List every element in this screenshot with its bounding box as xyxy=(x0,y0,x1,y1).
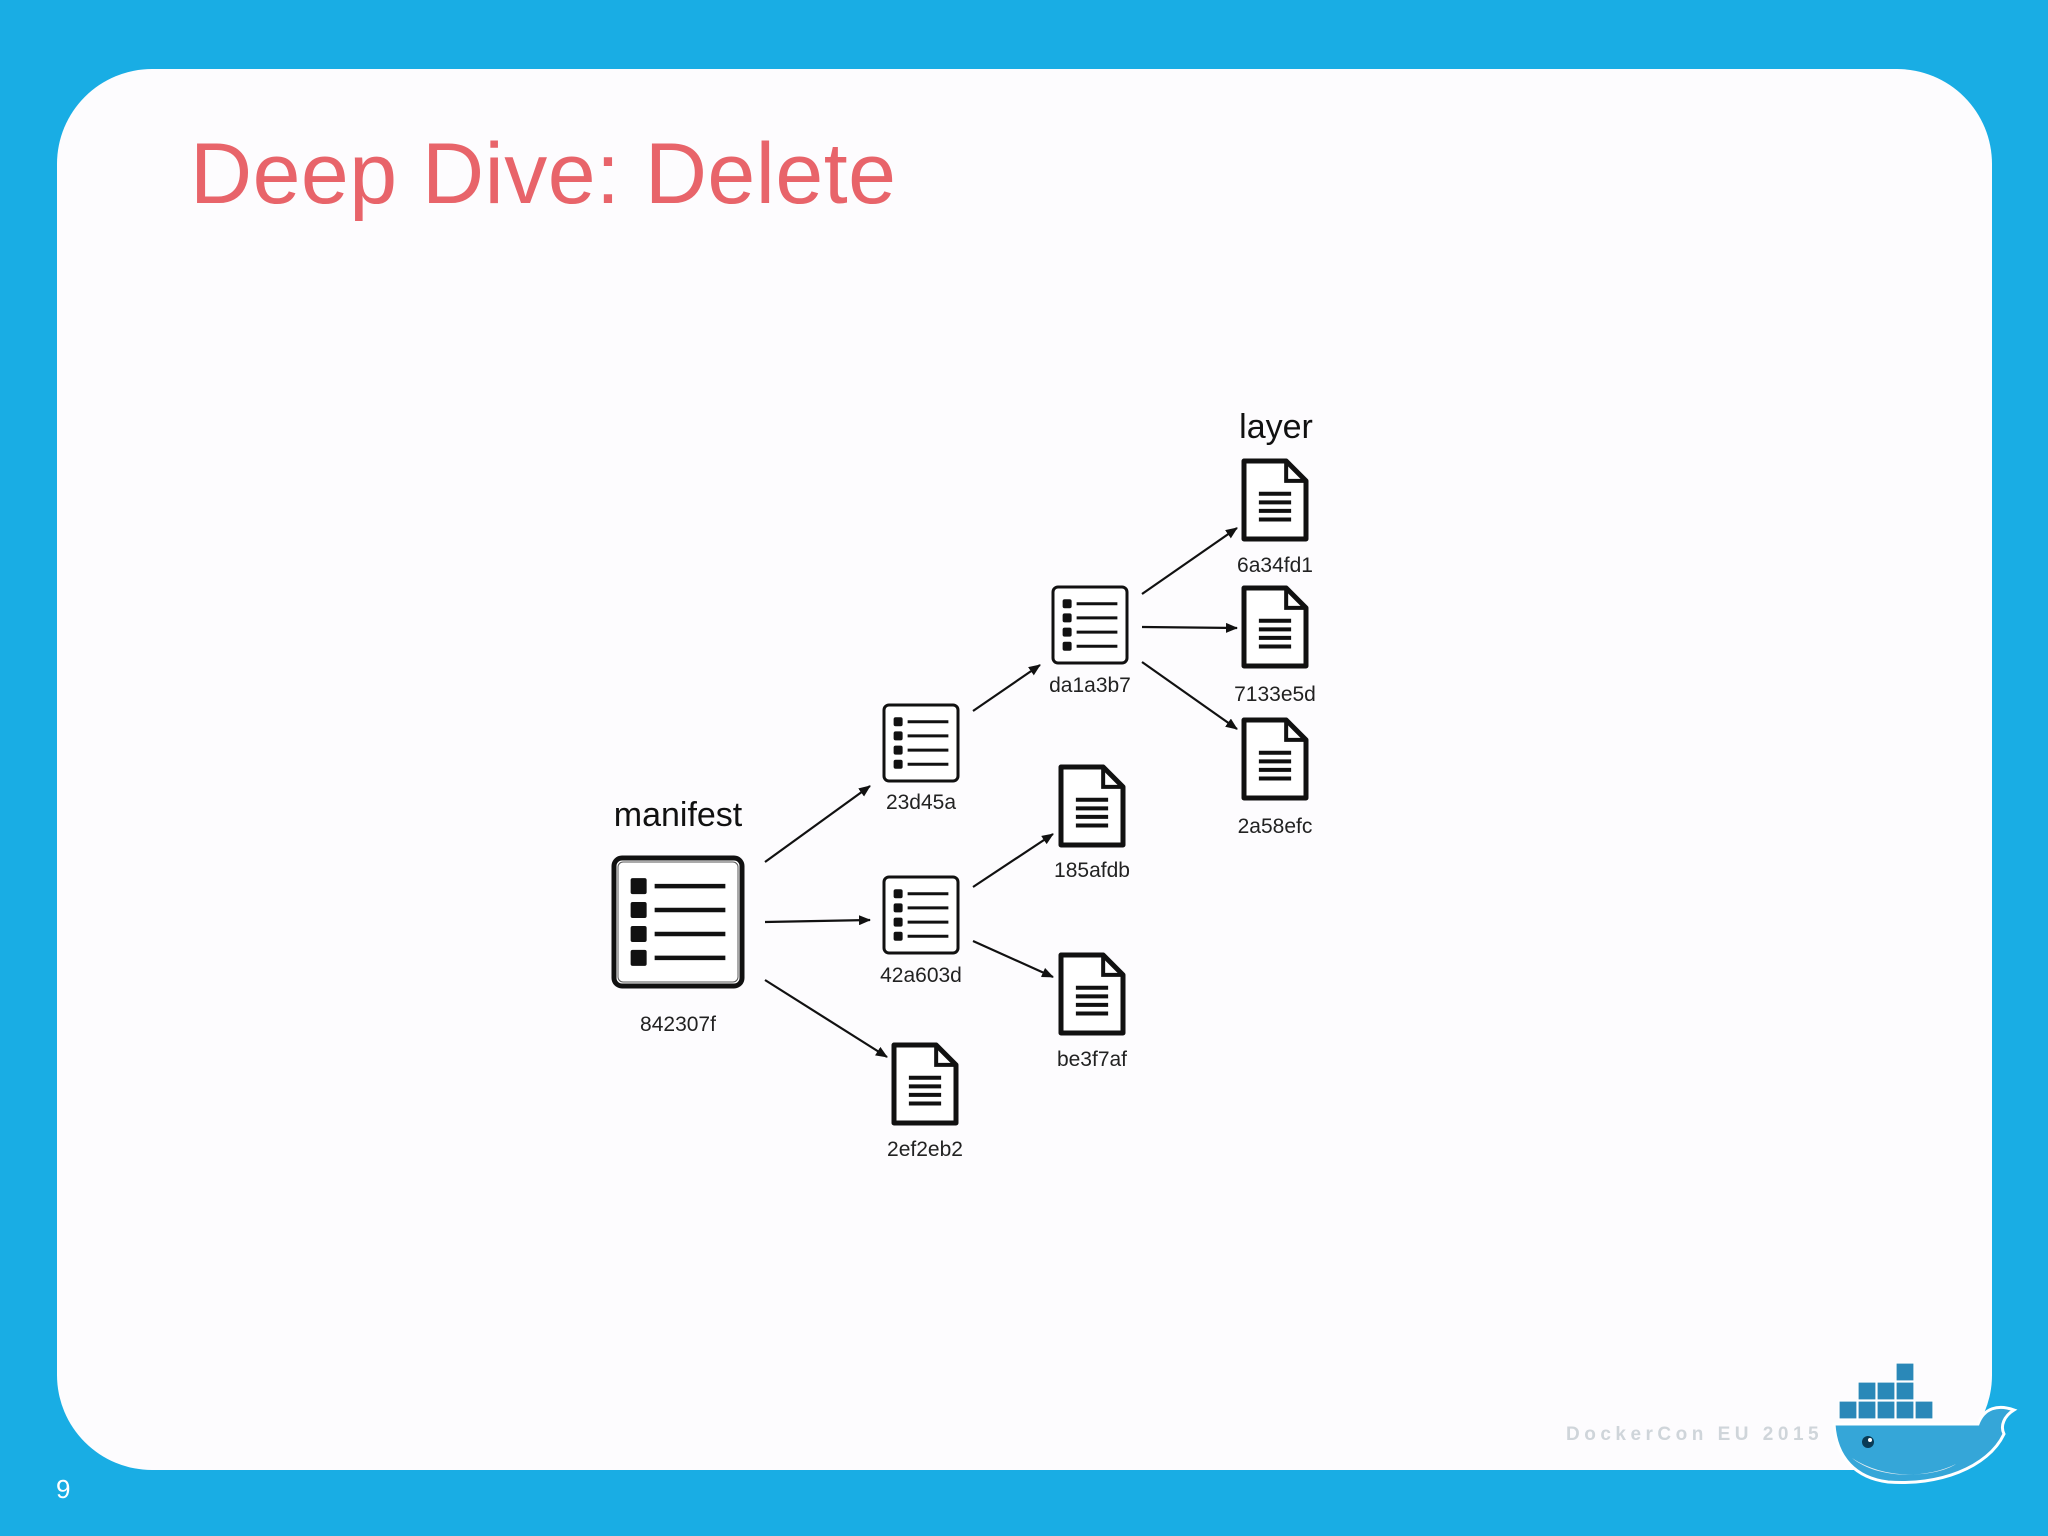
edge-842307f-to-42a603d xyxy=(764,915,871,926)
footer-brand-text: DockerCon EU 2015 xyxy=(1566,1424,1824,1445)
node-label: 2a58efc xyxy=(1238,815,1313,838)
docker-whale-logo xyxy=(1832,1362,2018,1485)
layer-file-icon xyxy=(1241,717,1309,801)
layer-file-icon xyxy=(1058,952,1126,1036)
manifest-list-icon xyxy=(882,875,960,955)
edge-42a603d-to-be3f7af xyxy=(972,939,1054,979)
node-label: 23d45a xyxy=(886,791,956,814)
node-label: 185afdb xyxy=(1054,859,1130,882)
node-label: 6a34fd1 xyxy=(1237,554,1313,577)
node-label: 2ef2eb2 xyxy=(887,1138,963,1161)
page-number: 9 xyxy=(56,1474,71,1504)
layer-file-icon xyxy=(891,1042,959,1126)
manifest-list-icon xyxy=(1051,585,1129,665)
edge-da1a3b7-to-6a34fd1 xyxy=(1141,527,1238,595)
edge-842307f-to-23d45a xyxy=(764,785,871,863)
node-label: be3f7af xyxy=(1057,1048,1127,1071)
node-label: 42a603d xyxy=(880,964,962,987)
manifest-list-icon xyxy=(882,703,960,783)
layer-file-icon xyxy=(1058,764,1126,848)
node-label: 7133e5d xyxy=(1234,683,1316,706)
edge-42a603d-to-185afdb xyxy=(972,833,1054,888)
layer-heading: layer xyxy=(1239,408,1313,446)
layer-file-icon xyxy=(1241,458,1309,542)
manifest-heading: manifest xyxy=(614,796,743,834)
edge-842307f-to-2ef2eb2 xyxy=(764,979,888,1058)
node-label: da1a3b7 xyxy=(1049,674,1131,697)
edge-da1a3b7-to-7133e5d xyxy=(1141,622,1238,633)
edge-23d45a-to-da1a3b7 xyxy=(972,664,1041,712)
node-label: 842307f xyxy=(640,1013,716,1036)
layer-file-icon xyxy=(1241,585,1309,669)
edge-da1a3b7-to-2a58efc xyxy=(1141,661,1238,730)
slide-card xyxy=(57,69,1992,1470)
manifest-list-icon xyxy=(611,855,745,989)
slide-title: Deep Dive: Delete xyxy=(190,126,897,222)
